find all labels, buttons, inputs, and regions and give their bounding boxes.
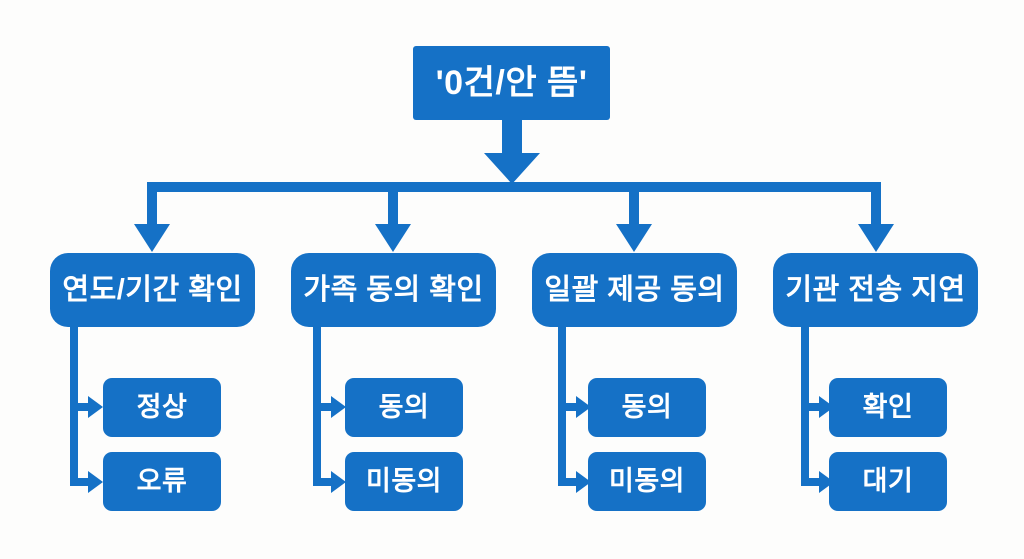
connector-branch-arrow-4 [858, 190, 894, 252]
branch-node-family-consent-check: 가족 동의 확인 [291, 253, 496, 327]
child-node-confirm: 확인 [829, 378, 947, 437]
connector-root-arrow [484, 118, 540, 184]
connector-children-4 [801, 326, 834, 493]
connector-children-2 [313, 326, 346, 493]
child-node-consent-2: 동의 [588, 378, 706, 437]
child-node-error: 오류 [103, 452, 221, 511]
child-node-wait: 대기 [829, 452, 947, 511]
child-node-normal: 정상 [103, 378, 221, 437]
branch-node-institution-transfer-delay: 기관 전송 지연 [773, 253, 978, 327]
child-node-consent-1: 동의 [345, 378, 463, 437]
connector-children-3 [558, 326, 591, 493]
connector-branch-arrow-3 [616, 190, 652, 252]
root-node: '0건/안 뜸' [413, 46, 610, 120]
connector-branch-arrow-2 [375, 190, 411, 252]
connector-branch-arrow-1 [134, 190, 170, 252]
child-node-no-consent-1: 미동의 [345, 452, 463, 511]
connector-bar [147, 182, 881, 192]
child-node-no-consent-2: 미동의 [588, 452, 706, 511]
branch-node-year-period-check: 연도/기간 확인 [50, 253, 255, 327]
branch-node-bulk-provision-consent: 일괄 제공 동의 [532, 253, 737, 327]
connector-children-1 [70, 326, 103, 493]
